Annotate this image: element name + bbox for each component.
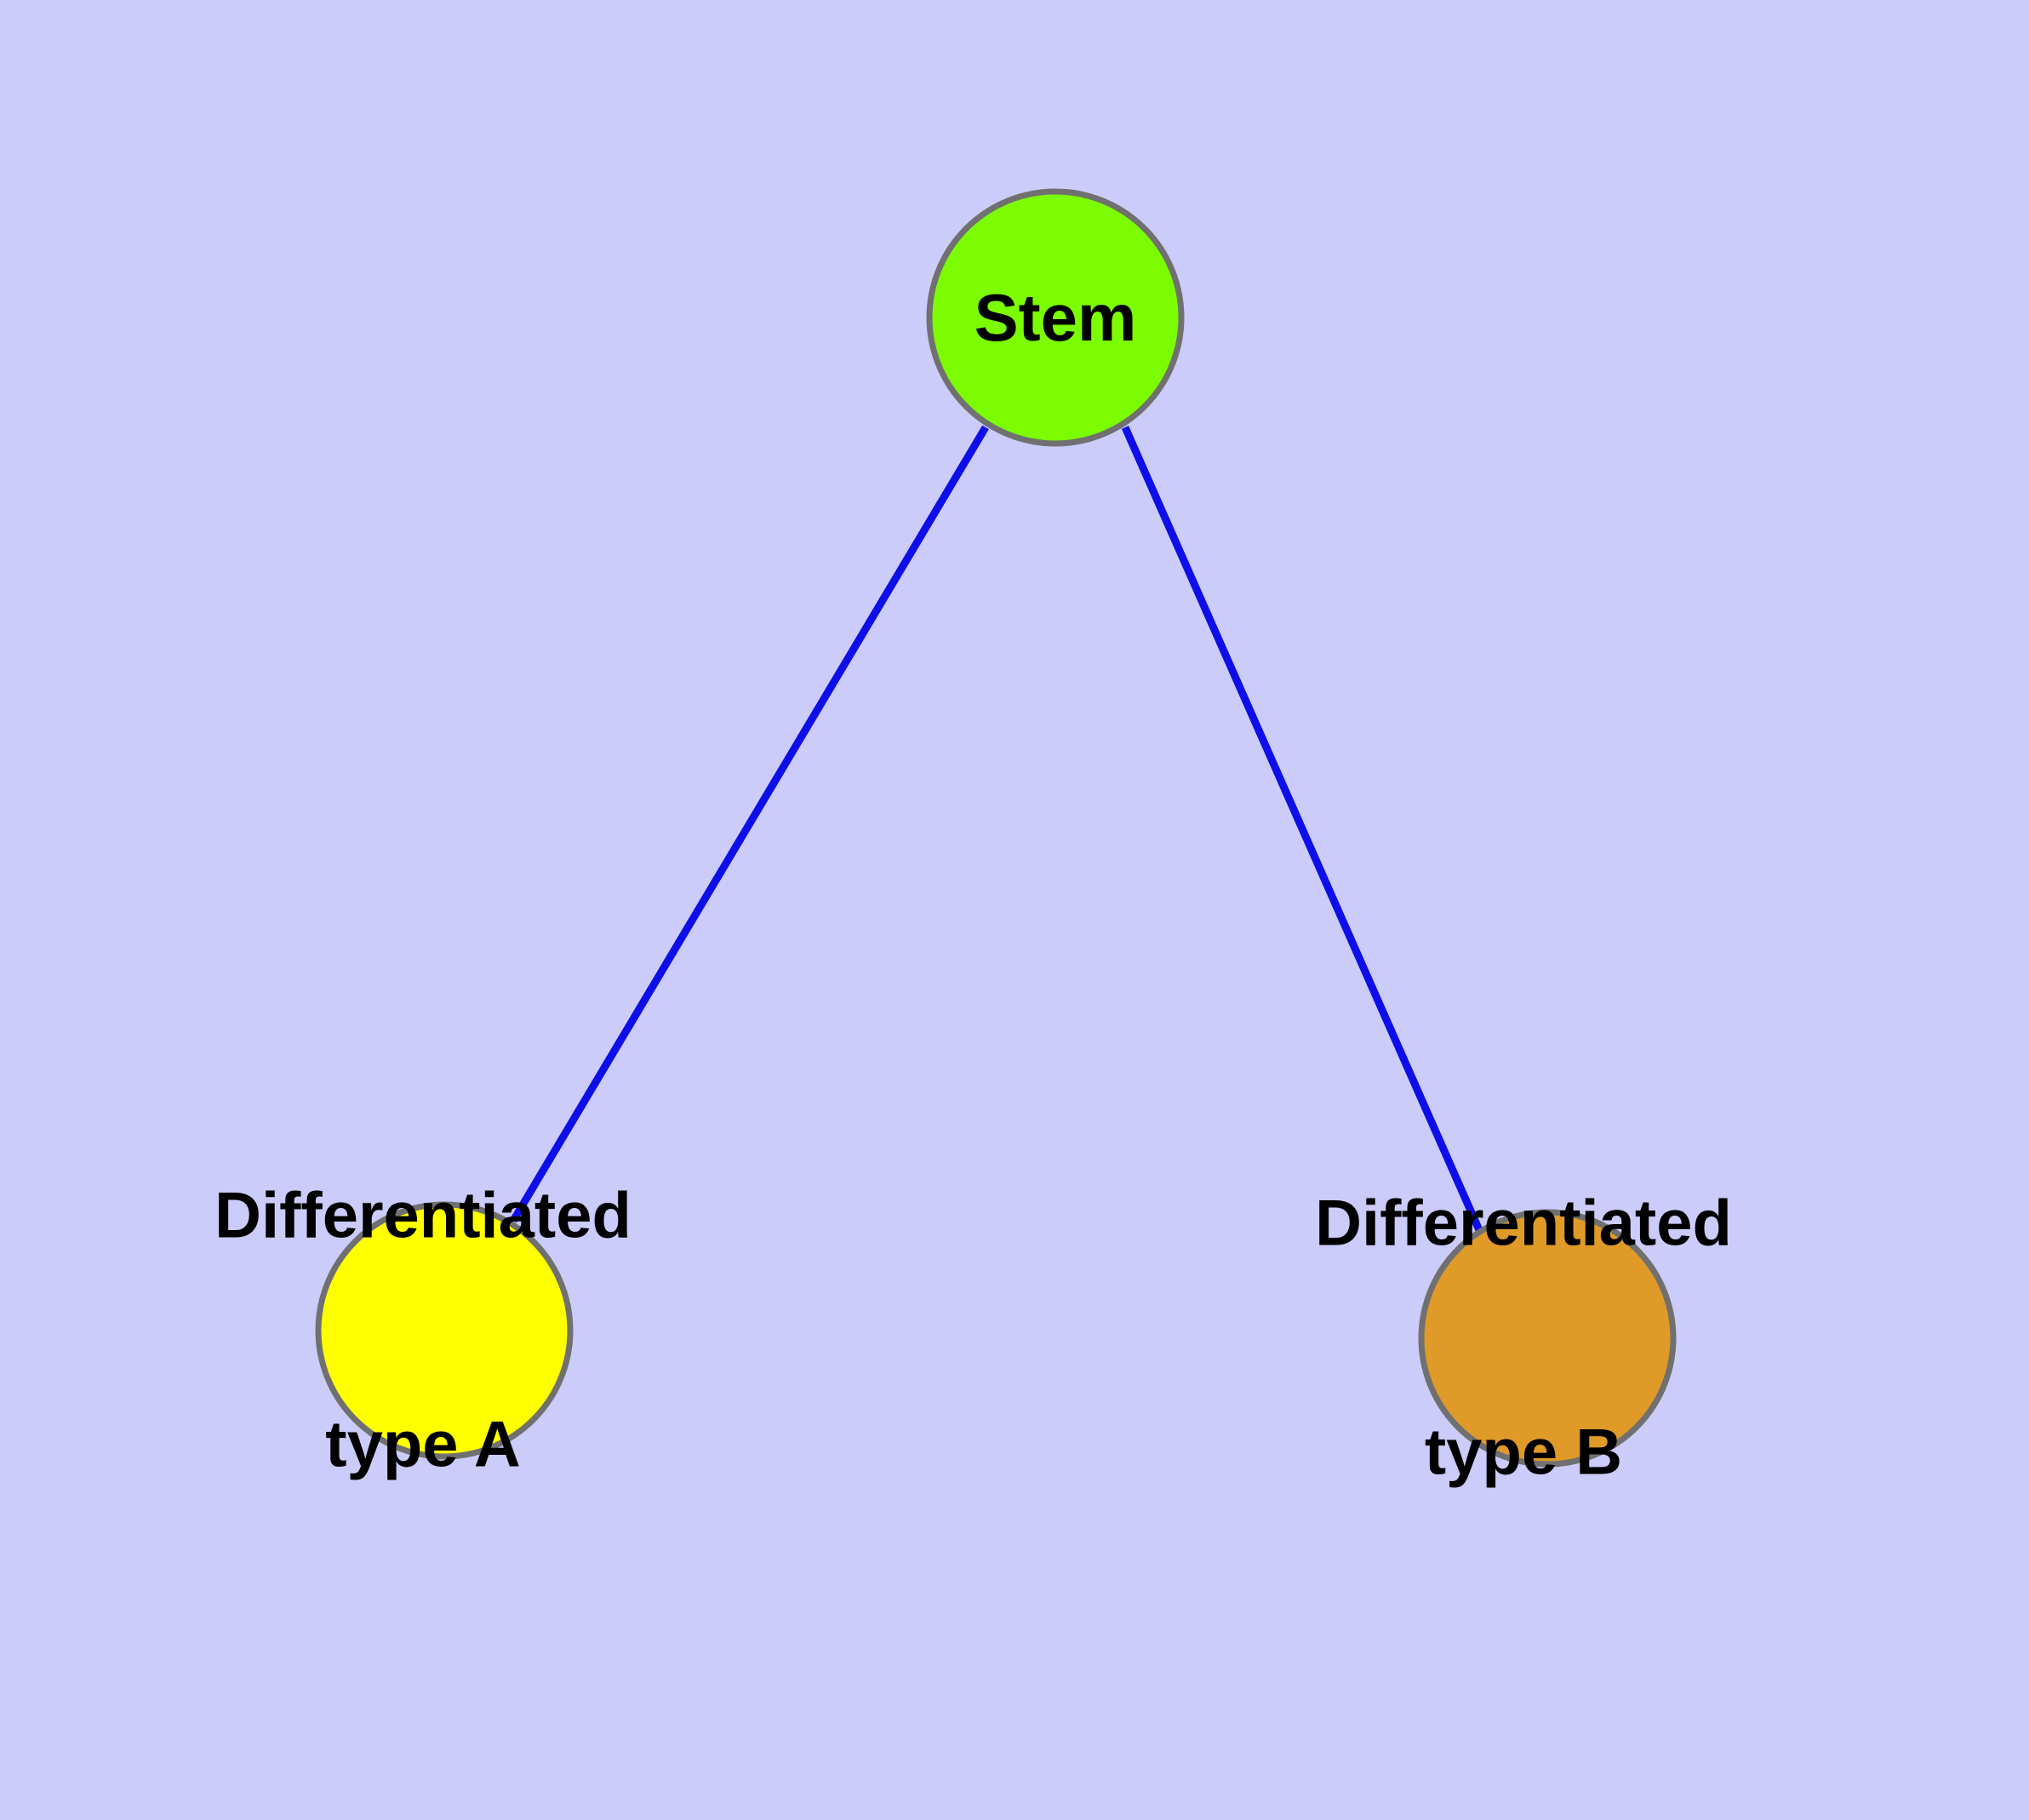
node-layer bbox=[315, 188, 1677, 1468]
edge-stem-to-type-a[interactable] bbox=[510, 425, 989, 1223]
edge-layer bbox=[510, 425, 1483, 1232]
node-differentiated-type-a[interactable] bbox=[315, 1201, 574, 1460]
edge-stem-to-type-b[interactable] bbox=[1121, 426, 1483, 1232]
node-differentiated-type-b[interactable] bbox=[1418, 1209, 1677, 1468]
node-stem[interactable] bbox=[926, 188, 1185, 447]
